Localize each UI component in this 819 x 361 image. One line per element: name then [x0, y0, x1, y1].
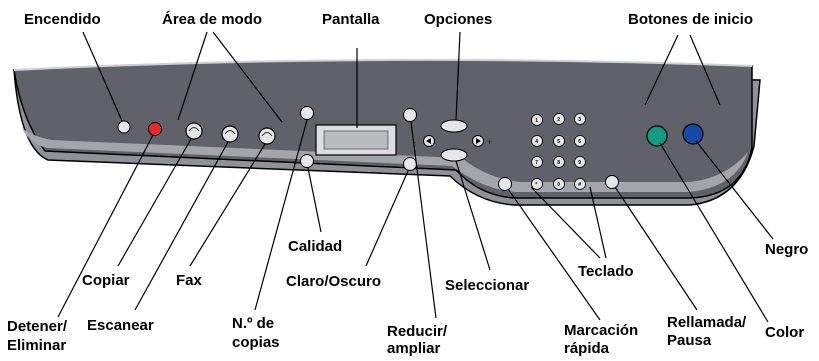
reduce-enlarge-button[interactable] [403, 108, 417, 122]
scan-mode-icon [224, 130, 236, 135]
keypad-key-4[interactable] [531, 135, 543, 147]
quality-button[interactable] [300, 154, 314, 168]
leader-copiar [117, 138, 192, 267]
arrow-left-icon [426, 138, 431, 144]
label-copias-line1: N.º de [232, 315, 274, 332]
leader-seleccionar [455, 160, 491, 271]
label-rellamada-line1: Rellamada/ [667, 314, 747, 331]
leader-escanear [134, 141, 229, 311]
label-copiar: Copiar [82, 272, 130, 289]
copy-mode-icon [188, 127, 200, 132]
leader-detener [57, 134, 154, 318]
label-encendido: Encendido [24, 11, 101, 28]
copies-button[interactable] [300, 106, 314, 120]
fax-mode-button[interactable] [258, 127, 276, 145]
redial-pause-button[interactable] [605, 175, 619, 189]
buttons: - + 1 2 3 4 5 6 7 8 9 * [117, 106, 704, 191]
plus-symbol: + [487, 137, 492, 147]
arrow-right-icon [476, 138, 481, 144]
label-pantalla: Pantalla [322, 11, 380, 28]
label-opciones: Opciones [424, 11, 492, 28]
keypad-key-7-label: 7 [535, 160, 538, 166]
leader-area-modo-right [212, 31, 283, 123]
keypad-key-3[interactable] [574, 113, 586, 125]
leader-teclado-right [589, 186, 607, 259]
leader-botones-inicio-left [644, 34, 679, 106]
options-button[interactable] [440, 119, 468, 133]
leader-copias [254, 119, 308, 311]
keypad-key-6[interactable] [574, 135, 586, 147]
keypad-key-8-label: 8 [557, 160, 560, 166]
label-reducir-line1: Reducir/ [387, 323, 448, 340]
keypad-key-2-label: 2 [557, 117, 560, 123]
leader-fax [189, 143, 266, 267]
label-rellamada-line2: Pausa [667, 332, 712, 349]
leader-color [659, 142, 769, 323]
speed-dial-button[interactable] [498, 177, 512, 191]
label-color: Color [765, 324, 804, 341]
leader-teclado-left [530, 186, 601, 259]
keypad-key-9[interactable] [574, 156, 586, 168]
label-marcacion-line2: rápida [564, 340, 610, 356]
keypad-key-hash[interactable] [574, 178, 586, 190]
minus-symbol: - [413, 137, 416, 147]
leader-botones-inicio-right [689, 34, 721, 106]
fax-mode-icon [261, 132, 273, 137]
label-botones-de-inicio: Botones de inicio [628, 11, 753, 28]
leader-opciones [455, 31, 461, 121]
keypad-key-1-label: 1 [535, 118, 538, 124]
keypad-key-6-label: 6 [578, 139, 581, 145]
keypad-key-3-label: 3 [578, 117, 581, 123]
leader-reducir [410, 121, 437, 319]
display-screen-inner [323, 130, 389, 150]
leader-rellamada [614, 186, 698, 311]
label-area-de-modo: Área de modo [162, 11, 262, 28]
keypad-key-1[interactable] [531, 114, 543, 126]
keypad-key-star-label: * [535, 182, 537, 188]
label-claro-oscuro: Claro/Oscuro [286, 273, 381, 290]
keypad-key-0[interactable] [553, 178, 565, 190]
label-teclado: Teclado [578, 263, 634, 280]
label-seleccionar: Seleccionar [445, 277, 529, 294]
panel-highlight [22, 128, 748, 192]
label-fax: Fax [176, 272, 203, 289]
label-marcacion-line1: Marcación [564, 322, 638, 339]
power-button[interactable] [117, 120, 131, 134]
keypad-key-9-label: 9 [578, 160, 581, 166]
color-start-button[interactable] [646, 125, 668, 147]
leader-claro-oscuro [365, 170, 409, 267]
leader-area-modo-left [177, 31, 208, 121]
label-detener-line2: Eliminar [7, 337, 66, 354]
label-negro: Negro [765, 241, 808, 258]
keypad-key-star[interactable] [531, 178, 543, 190]
keypad-key-2[interactable] [553, 113, 565, 125]
keypad-key-4-label: 4 [535, 139, 538, 145]
leader-encendido [82, 31, 123, 122]
label-escanear: Escanear [87, 317, 154, 334]
copy-mode-button[interactable] [185, 122, 203, 140]
labels: Encendido Área de modo Pantalla Opciones… [7, 11, 808, 357]
keypad-key-7[interactable] [531, 156, 543, 168]
keypad-key-5[interactable] [553, 135, 565, 147]
panel-top-edge [13, 58, 753, 71]
label-reducir-line2: ampliar [387, 340, 441, 356]
select-button[interactable] [440, 148, 468, 162]
keypad-key-0-label: 0 [557, 182, 560, 188]
keypad-key-hash-label: # [578, 182, 581, 188]
light-dark-button[interactable] [403, 157, 417, 171]
black-start-button[interactable] [682, 123, 704, 145]
label-calidad: Calidad [288, 238, 342, 255]
leader-lines [57, 31, 774, 323]
keypad-key-8[interactable] [553, 156, 565, 168]
label-detener-line1: Detener/ [7, 318, 68, 335]
stop-clear-button[interactable] [148, 122, 162, 136]
label-copias-line2: copias [232, 334, 280, 351]
scan-mode-button[interactable] [221, 125, 239, 143]
leader-calidad [307, 167, 322, 233]
leader-marcacion [507, 188, 601, 321]
leader-negro [695, 140, 774, 240]
keypad: 1 2 3 4 5 6 7 8 9 * 0 # [531, 113, 586, 190]
keypad-key-5-label: 5 [557, 139, 560, 145]
